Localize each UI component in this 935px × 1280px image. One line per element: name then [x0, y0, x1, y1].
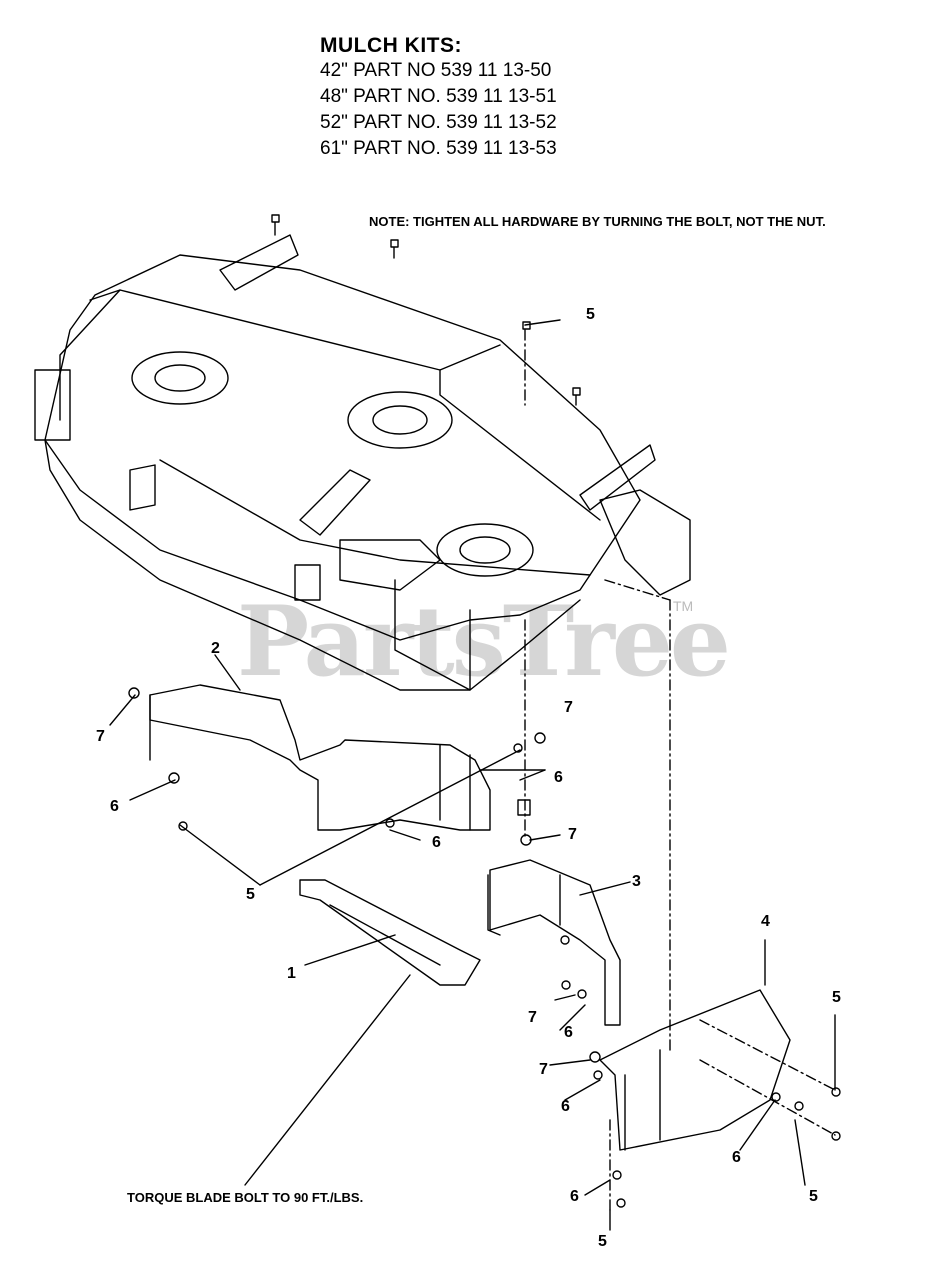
kit-48-part: 48" PART NO. 539 11 13-51 [320, 86, 557, 107]
callout-5-left: 5 [246, 886, 255, 903]
torque-note: TORQUE BLADE BOLT TO 90 FT./LBS. [127, 1190, 364, 1205]
part-1-blade [299, 879, 481, 986]
callout-4: 4 [761, 913, 770, 930]
kit-61-part: 61" PART NO. 539 11 13-53 [320, 138, 557, 159]
callout-6-right: 6 [732, 1149, 741, 1166]
hardware-note: NOTE: TIGHTEN ALL HARDWARE BY TURNING TH… [369, 214, 826, 229]
callout-5-top: 5 [586, 306, 595, 323]
callout-5-bottom: 5 [598, 1233, 607, 1250]
callout-7-center: 7 [564, 699, 573, 716]
callout-7-bottom: 7 [539, 1061, 548, 1078]
kit-52-part: 52" PART NO. 539 11 13-52 [320, 112, 557, 133]
nut-icon [128, 687, 140, 699]
part-2-left-baffle [149, 684, 491, 831]
callout-1: 1 [287, 965, 296, 982]
callout-6-left: 6 [110, 798, 119, 815]
callout-7-mid: 7 [568, 826, 577, 843]
callout-6-bottom: 6 [561, 1098, 570, 1115]
callout-6-lower: 6 [564, 1024, 573, 1041]
callout-6-center: 6 [554, 769, 563, 786]
callout-5-lower-right: 5 [809, 1188, 818, 1205]
callout-7-left: 7 [96, 728, 105, 745]
mulch-kits-title: MULCH KITS: [320, 34, 462, 57]
spindle-ring-right [436, 523, 534, 577]
callout-7-lower: 7 [528, 1009, 537, 1026]
callout-3: 3 [632, 873, 641, 890]
callout-6-mid: 6 [432, 834, 441, 851]
kit-42-part: 42" PART NO 539 11 13-50 [320, 60, 552, 81]
deck-skirt [44, 439, 581, 691]
trademark-mark: TM [673, 598, 694, 614]
bolt-icon [271, 214, 280, 236]
mulch-kits-block: MULCH KITS: 42" PART NO 539 11 13-50 48"… [320, 34, 557, 162]
spindle-ring-left [131, 351, 229, 405]
callout-6-base: 6 [570, 1188, 579, 1205]
deck-top-outline [44, 254, 641, 641]
callout-2: 2 [211, 640, 220, 657]
part-4-end-baffle [599, 989, 791, 1151]
callout-5-right: 5 [832, 989, 841, 1006]
part-3-right-baffle [489, 859, 621, 1026]
spindle-ring-center [347, 391, 453, 449]
